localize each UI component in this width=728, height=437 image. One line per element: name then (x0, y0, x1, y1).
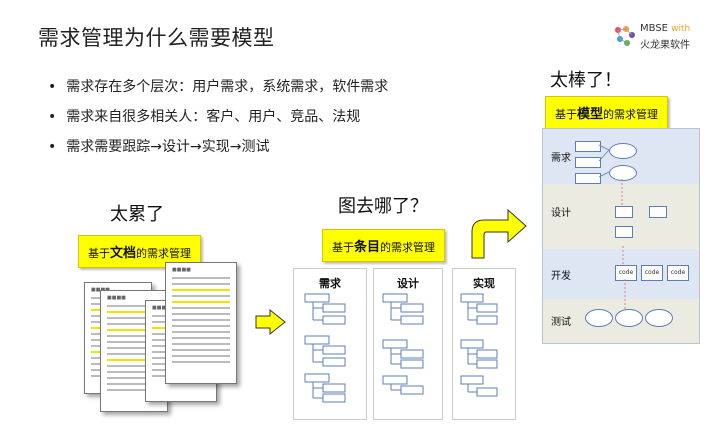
lane-development: 开发 code code code (543, 249, 699, 300)
middle-tag: 基于条目的需求管理 (322, 229, 446, 262)
left-caption: 太累了 (110, 204, 164, 225)
tree-diagram (304, 293, 498, 403)
right-caption: 太棒了！ (550, 70, 622, 91)
bullet-item: 需求存在多个层次：用户需求，系统需求，软件需求 (48, 72, 388, 102)
usecase-oval (609, 143, 637, 159)
lane-label: 设计 (551, 208, 571, 219)
code-box: code (615, 265, 637, 281)
panel-title: 设计 (397, 277, 419, 290)
logo-text: MBSE with (640, 23, 691, 34)
lane-test: 测试 (543, 299, 699, 343)
testcase-oval (585, 309, 613, 327)
logo-subtext: 火龙果软件 (640, 40, 690, 51)
lane-label: 需求 (551, 153, 571, 164)
testcase-oval (615, 309, 643, 327)
code-box: code (667, 265, 689, 281)
requirement-box (575, 157, 601, 168)
logo-icon (615, 26, 635, 46)
lane-label: 开发 (551, 271, 571, 282)
component-box (649, 206, 667, 218)
lane-requirement: 需求 (543, 129, 699, 185)
document-page: ■■■■ (165, 262, 237, 384)
bullet-list: 需求存在多个层次：用户需求，系统需求，软件需求 需求来自很多相关人：客户、用户、… (48, 72, 388, 162)
testcase-oval (645, 309, 673, 327)
bullet-item: 需求需要跟踪→设计→实现→测试 (48, 132, 388, 162)
usecase-oval (609, 165, 637, 181)
right-tag: 基于模型的需求管理 (545, 96, 669, 129)
requirement-box (575, 141, 601, 152)
lane-label: 测试 (551, 317, 571, 328)
panel-title: 需求 (319, 277, 341, 290)
page-title: 需求管理为什么需要模型 (38, 26, 275, 50)
right-arrow-icon (255, 308, 286, 336)
trace-lines (598, 144, 626, 309)
component-box (615, 226, 633, 238)
component-box (615, 206, 633, 218)
requirement-box (575, 173, 601, 184)
panel-title: 实现 (473, 277, 495, 290)
left-tag: 基于文档的需求管理 (78, 235, 202, 268)
bent-arrow-icon (471, 208, 527, 259)
model-diagram: 需求 设计 开发 code code code 测试 (542, 128, 700, 344)
code-box: code (641, 265, 663, 281)
bullet-item: 需求来自很多相关人：客户、用户、竞品、法规 (48, 102, 388, 132)
middle-caption: 图去哪了？ (338, 196, 428, 217)
